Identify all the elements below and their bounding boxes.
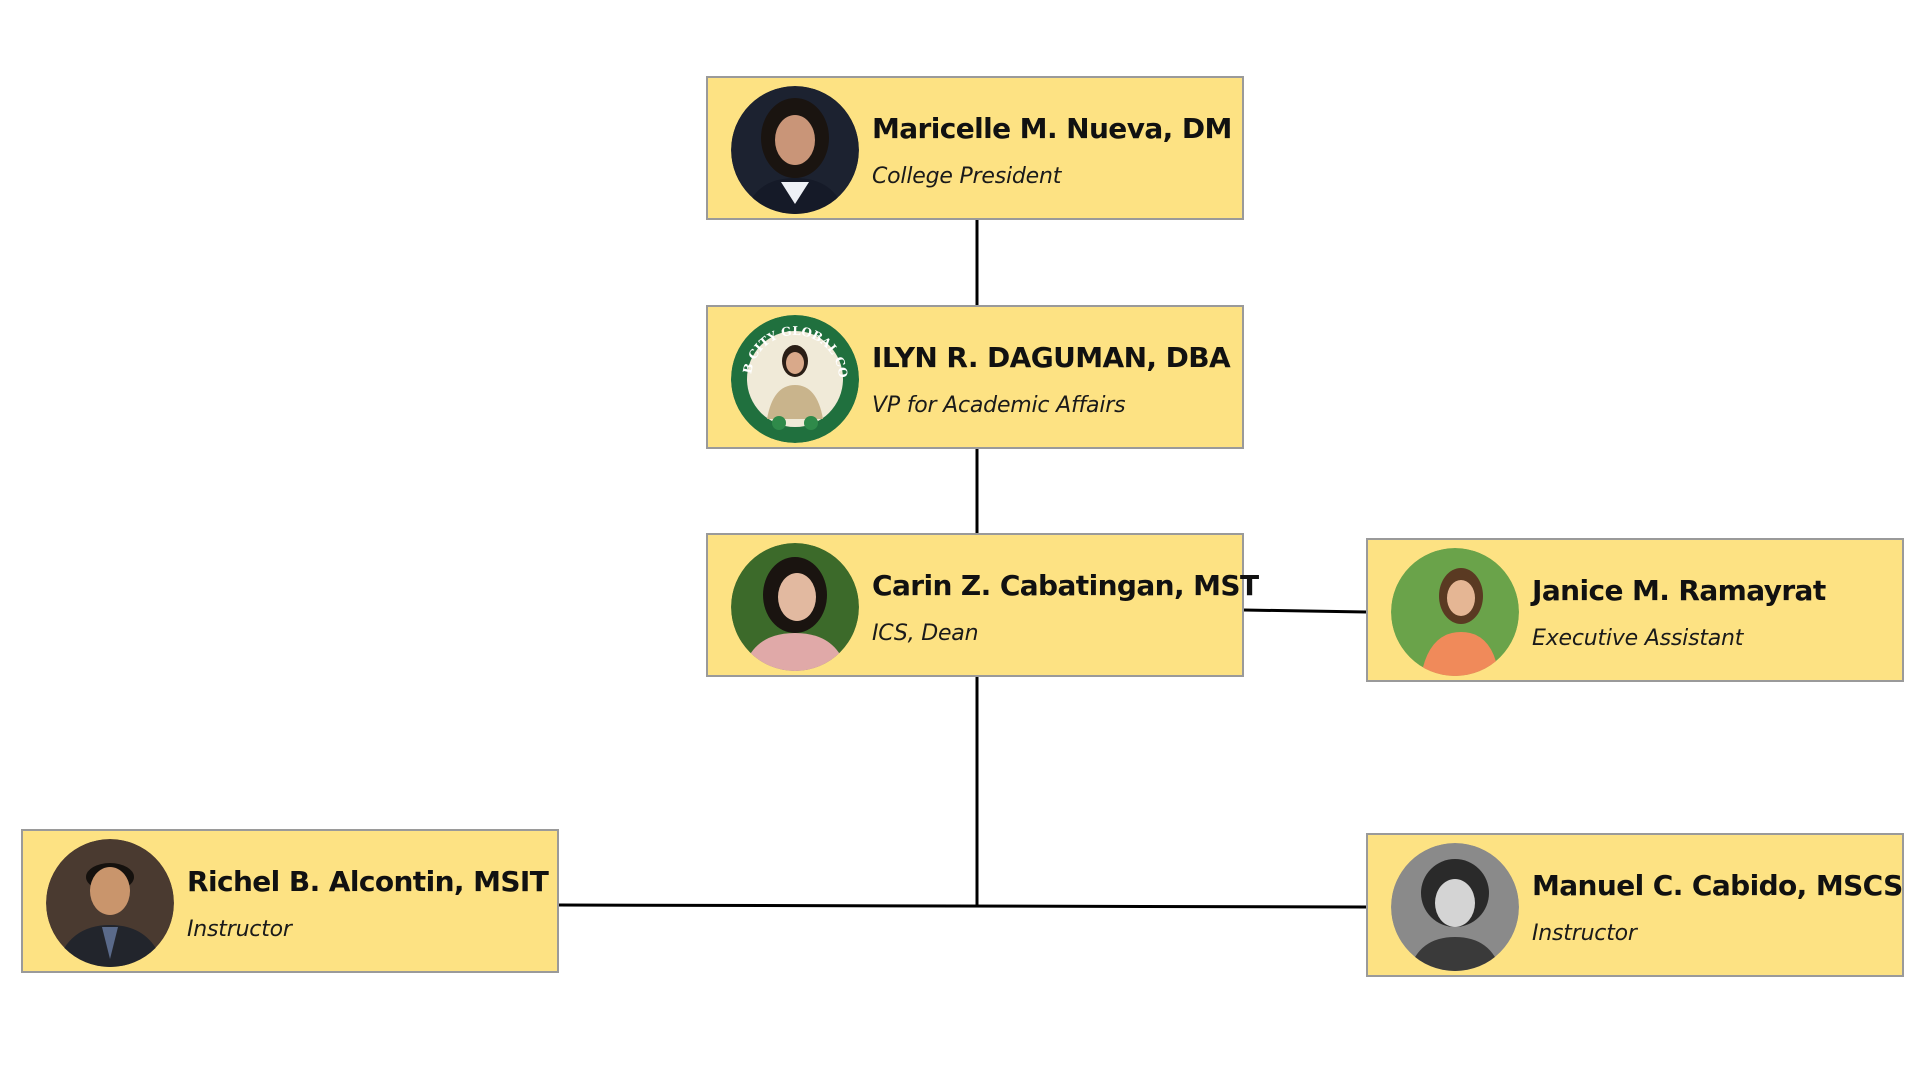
node-name: Richel B. Alcontin, MSIT (187, 865, 549, 898)
node-instructor-alcontin: Richel B. Alcontin, MSIT Instructor (21, 829, 559, 973)
avatar-dean-photo (731, 543, 859, 671)
avatar-vp-college-seal-photo: TANGUB CITY GLOBAL COLLEGE (731, 315, 859, 443)
node-title: College President (872, 164, 1062, 189)
connector-instructors-branch (558, 903, 1367, 909)
node-name: Janice M. Ramayrat (1532, 574, 1826, 607)
avatar-alcontin-photo (46, 839, 174, 967)
node-executive-assistant: Janice M. Ramayrat Executive Assistant (1366, 538, 1904, 682)
connector-dean-assistant (1243, 608, 1367, 614)
node-name: Carin Z. Cabatingan, MST (872, 569, 1259, 602)
avatar-president-photo (731, 86, 859, 214)
node-title: ICS, Dean (872, 621, 979, 646)
node-college-president: Maricelle M. Nueva, DM College President (706, 76, 1244, 220)
node-title: Executive Assistant (1532, 626, 1744, 651)
node-title: Instructor (187, 917, 292, 942)
node-dean: Carin Z. Cabatingan, MST ICS, Dean (706, 533, 1259, 677)
node-title: Instructor (1532, 921, 1637, 946)
node-name: Maricelle M. Nueva, DM (872, 112, 1232, 145)
node-name: ILYN R. DAGUMAN, DBA (872, 341, 1231, 374)
avatar-assistant-photo (1391, 548, 1519, 676)
avatar-cabido-photo (1391, 843, 1519, 971)
node-instructor-cabido: Manuel C. Cabido, MSCS Instructor (1366, 833, 1904, 977)
node-vp-academic-affairs: TANGUB CITY GLOBAL COLLEGE ILYN R. DAGUM… (706, 305, 1244, 449)
node-title: VP for Academic Affairs (872, 393, 1126, 418)
node-name: Manuel C. Cabido, MSCS (1532, 869, 1903, 902)
